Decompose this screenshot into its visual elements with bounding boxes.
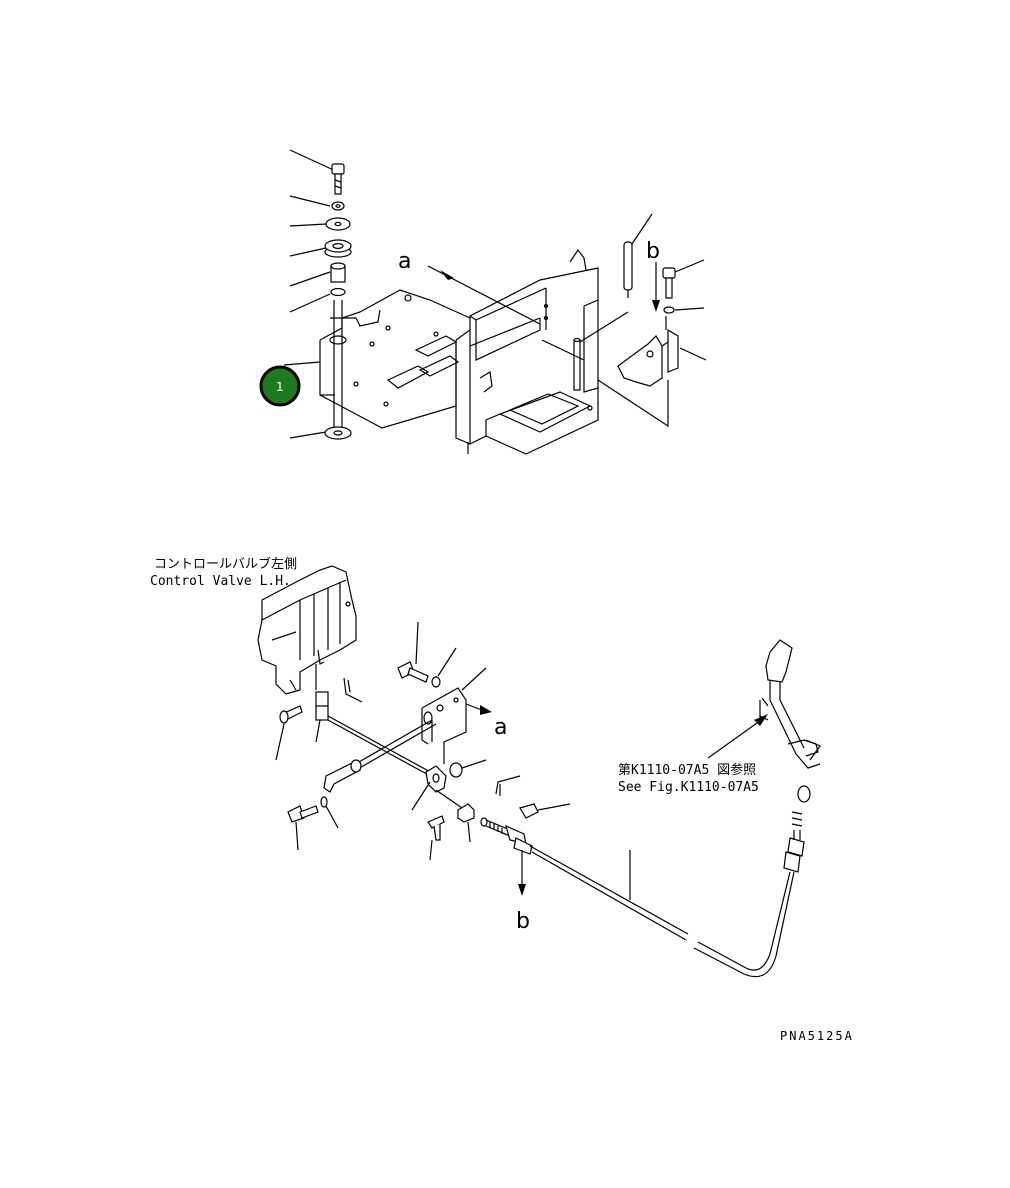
leader-line	[289, 149, 339, 173]
bolt-part	[397, 621, 429, 683]
block-nut-part	[457, 803, 475, 843]
control-valve-label-jp: コントロールバルブ左側	[154, 556, 297, 572]
reference-letter-b-lower: b	[516, 909, 530, 934]
rubber-mount-part	[324, 239, 352, 258]
collar-part	[330, 262, 346, 283]
callout-1[interactable]: 1	[259, 361, 321, 407]
leader-line	[289, 195, 331, 207]
see-figure-label-jp: 第K1110-07A5 図参照	[618, 762, 756, 778]
operating-lever	[759, 639, 821, 769]
cotter-pin-part	[495, 775, 521, 796]
leader-line	[289, 431, 327, 439]
pin-part	[623, 213, 653, 298]
reference-letter-a: a	[398, 249, 411, 274]
bolt-part	[662, 259, 705, 299]
washer-part	[324, 426, 352, 440]
callout-number[interactable]: 1	[276, 380, 284, 394]
pin-part	[275, 705, 303, 761]
see-figure-label-en: See Fig.K1110-07A5	[618, 780, 759, 795]
clevis-part	[315, 691, 329, 743]
leader-line	[289, 247, 327, 257]
lever-arm-part	[323, 759, 362, 793]
cable-end-fitting	[480, 817, 533, 855]
callout-circle[interactable]	[259, 365, 301, 407]
washer-part	[663, 306, 675, 314]
pin-part	[427, 815, 445, 861]
lever-bracket	[421, 667, 487, 764]
leader-line	[289, 293, 331, 313]
washer-part	[431, 676, 441, 688]
leader-line	[289, 223, 327, 227]
control-cable	[529, 845, 795, 978]
washer-part	[331, 201, 345, 211]
cotter-pin-part	[343, 677, 363, 703]
lower-assembly: コントロールバルブ左側 Control Valve L.H.	[150, 556, 821, 978]
reference-letter-a-lower: a	[494, 715, 507, 740]
bolt-part	[287, 805, 319, 851]
reference-letter-b: b	[646, 239, 660, 264]
swivel-part	[411, 765, 463, 811]
bolt-part	[331, 163, 345, 195]
washer-part	[320, 796, 328, 808]
stud-part	[573, 311, 629, 391]
drawing-code: PNA5125A	[780, 1029, 854, 1043]
small-bracket	[617, 328, 707, 387]
cable-end-fitting	[783, 785, 811, 873]
ring-part	[330, 287, 346, 297]
leader-line	[289, 271, 331, 287]
control-valve-label-en: Control Valve L.H.	[150, 574, 291, 589]
washer-part	[325, 217, 351, 231]
bushing-part	[449, 762, 463, 778]
upper-assembly: a b	[259, 149, 707, 455]
cable-clip-part	[519, 803, 571, 819]
bracket-frame	[455, 248, 599, 455]
control-valve-body	[257, 565, 357, 695]
